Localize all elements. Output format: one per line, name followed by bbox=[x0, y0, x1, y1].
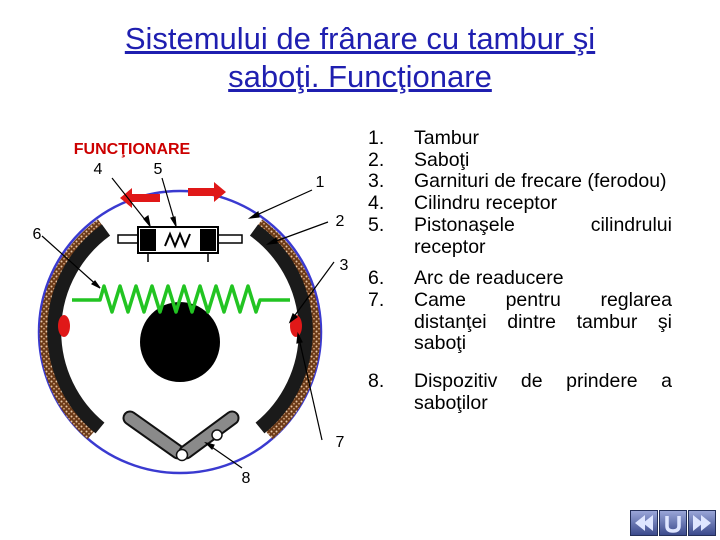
list-item: 2. Saboţi bbox=[368, 148, 688, 172]
list-item-number: 3. bbox=[368, 170, 385, 193]
list-item-number: 2. bbox=[368, 148, 385, 171]
list-item-number: 7. bbox=[368, 288, 385, 311]
brake-shoes bbox=[47, 224, 313, 434]
list-item-text: Came pentru reglarea distanţei dintre ta… bbox=[414, 288, 672, 355]
component-list: 1. Tambur 2. Saboţi 3. Garnituri de frec… bbox=[368, 127, 688, 414]
callout-1: 1 bbox=[316, 174, 325, 191]
list-item-number: 1. bbox=[368, 127, 385, 149]
list-item-text: Cilindru receptor bbox=[414, 192, 558, 215]
list-item: 5. Pistonaşele cilindrului receptor bbox=[368, 213, 688, 258]
list-item-text: Arc de readucere bbox=[414, 267, 564, 290]
list-item-number: 6. bbox=[368, 267, 385, 290]
diagram-heading: FUNCŢIONARE bbox=[74, 141, 191, 158]
nav-home-button[interactable] bbox=[659, 510, 687, 536]
drum-ring bbox=[37, 189, 323, 475]
list-item-text: Garnituri de frecare (ferodou) bbox=[414, 170, 667, 193]
list-item-number: 4. bbox=[368, 192, 385, 215]
list-item-text: Saboţi bbox=[414, 148, 470, 171]
list-item: 7. Came pentru reglarea distanţei dintre… bbox=[368, 288, 688, 355]
nav-forward-button[interactable] bbox=[688, 510, 716, 536]
list-item: 6. Arc de readucere bbox=[368, 268, 688, 290]
nav-back-icon bbox=[635, 515, 653, 531]
title-line-1: Sistemului de frânare cu tambur şi bbox=[124, 21, 596, 56]
nav-back-button[interactable] bbox=[630, 510, 658, 536]
wheel-cylinder bbox=[117, 226, 243, 262]
shoe-anchor-links bbox=[122, 410, 240, 462]
callout-7: 7 bbox=[336, 434, 345, 451]
callout-2: 2 bbox=[336, 213, 345, 230]
piston-motion-arrows bbox=[120, 182, 226, 208]
list-item: 8. Dispozitiv de prindere a saboţilor bbox=[368, 370, 688, 414]
list-item-text: Tambur bbox=[414, 127, 480, 149]
hub bbox=[140, 302, 220, 382]
page-title: Sistemului de frânare cu tambur şi saboţ… bbox=[0, 20, 720, 96]
callout-6: 6 bbox=[33, 226, 42, 243]
callout-5: 5 bbox=[154, 161, 163, 178]
list-item-number: 5. bbox=[368, 213, 385, 236]
list-item-text: Dispozitiv de prindere a saboţilor bbox=[414, 370, 672, 414]
callout-3: 3 bbox=[340, 257, 349, 274]
list-item: 1. Tambur bbox=[368, 127, 688, 150]
nav-home-icon bbox=[665, 516, 681, 533]
title-line-2: saboţi. Funcţionare bbox=[228, 59, 492, 94]
return-spring bbox=[72, 284, 290, 314]
callout-8: 8 bbox=[242, 470, 251, 487]
callout-4: 4 bbox=[94, 161, 103, 178]
list-item: 4. Cilindru receptor bbox=[368, 192, 688, 215]
list-item-text: Pistonaşele cilindrului receptor bbox=[414, 213, 672, 258]
nav-forward-icon bbox=[693, 515, 711, 531]
callout-leader-lines bbox=[41, 177, 335, 469]
list-item-number: 8. bbox=[368, 370, 385, 393]
list-item: 3. Garnituri de frecare (ferodou) bbox=[368, 171, 688, 193]
